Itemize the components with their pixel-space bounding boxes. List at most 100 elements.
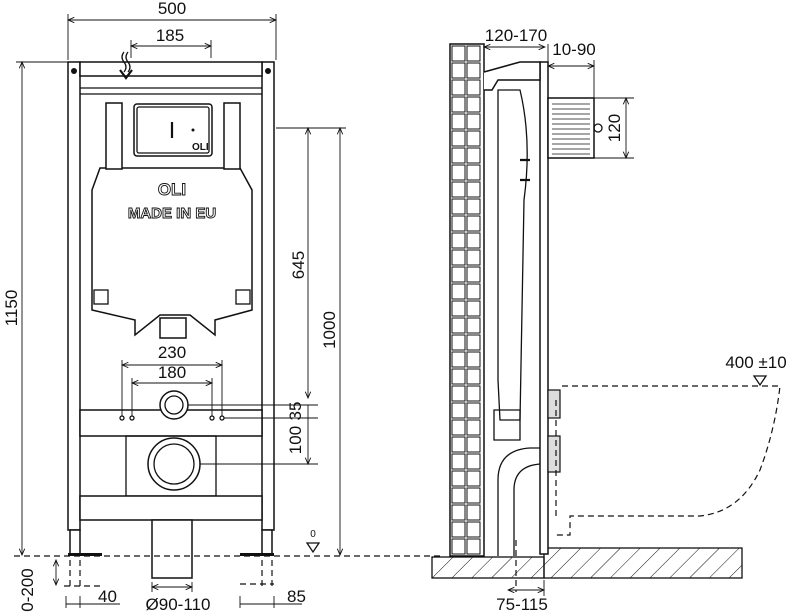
dim-180: 180 [158,363,186,382]
tile [451,487,466,504]
tile [466,62,481,79]
top-rail [79,61,263,77]
tile [451,402,466,419]
dim-100: 100 [286,426,305,454]
tile [451,419,466,436]
tile [466,402,481,419]
tile [466,45,481,62]
tile [466,300,481,317]
left-leg [69,529,81,555]
tile [451,96,466,113]
flush-pipe [159,390,189,420]
tile [451,62,466,79]
side-view: 120-170 10-90 120 400 ±10 75-115 [431,26,787,614]
tile [451,368,466,385]
dim-bowl-height: 400 ±10 [725,353,786,372]
water-inlet-box [547,97,595,159]
tile [451,351,466,368]
tile [451,504,466,521]
tile [466,317,481,334]
tile [466,113,481,130]
tile [451,79,466,96]
dim-230: 230 [158,343,186,362]
bottom-rail [79,495,263,521]
dim-width: 500 [158,0,186,18]
support-bracket [223,102,241,170]
screw-icon [71,68,77,74]
screw-icon [265,68,271,74]
dim-1000: 1000 [320,311,339,349]
tile [451,334,466,351]
dim-drain-diameter: Ø90-110 [146,595,211,614]
dim-leg-width: 40 [98,587,117,606]
tile [466,351,481,368]
tile [466,130,481,147]
valve-connector [159,317,187,339]
tile [451,300,466,317]
water-inlet-icon [121,51,131,73]
drain-bend [497,447,541,556]
tile [466,521,481,538]
cistern [91,167,253,337]
tile [451,385,466,402]
made-in-label: MADE IN EU [128,205,216,222]
tile [466,164,481,181]
frame-plate [539,61,549,555]
wall-tiles [451,45,481,555]
tile [451,164,466,181]
tile [451,538,466,555]
tile [451,215,466,232]
level-triangle-icon [305,542,321,554]
dim-wall-offset: 120-170 [485,26,547,45]
tile [451,521,466,538]
tile [466,215,481,232]
tile [451,130,466,147]
tile [466,198,481,215]
right-leg [261,529,273,555]
tile [466,334,481,351]
toilet-bowl-outline [556,385,781,536]
dim-drain-offset: 75-115 [496,595,548,614]
tile [451,147,466,164]
front-view: OLI OLI MADE IN EU 500 [2,0,440,614]
dim-inlet-offset: 185 [156,26,184,45]
dim-foot-width: 85 [287,587,306,606]
middle-rail [79,409,263,437]
drain-pipe [147,437,201,491]
dim-35: 35 [286,402,305,421]
left-post [67,61,81,531]
flush-connector [547,389,561,419]
tile [466,181,481,198]
tile [451,232,466,249]
tile [466,385,481,402]
tile [451,453,466,470]
floor-level-label: 0 [310,529,316,540]
tile [466,79,481,96]
drain-connector [547,435,561,473]
dim-inlet-depth: 10-90 [552,40,595,59]
tile [451,249,466,266]
tile [466,232,481,249]
dim-inlet-height: 120 [605,114,624,142]
drain-stub [151,519,193,579]
tile [451,283,466,300]
tile [466,266,481,283]
tile [466,470,481,487]
tile [466,538,481,555]
floor-slab-right [543,547,743,579]
right-post [261,61,275,531]
tile [466,283,481,300]
brand-logo-small: OLI [192,142,209,153]
tile [466,436,481,453]
tile [466,249,481,266]
tile [451,317,466,334]
support-bracket [105,102,123,170]
dim-total-height: 1150 [2,290,21,327]
cistern-side [497,89,528,421]
tile [451,198,466,215]
tile [451,436,466,453]
tile [451,113,466,130]
level-triangle-icon [752,375,768,387]
